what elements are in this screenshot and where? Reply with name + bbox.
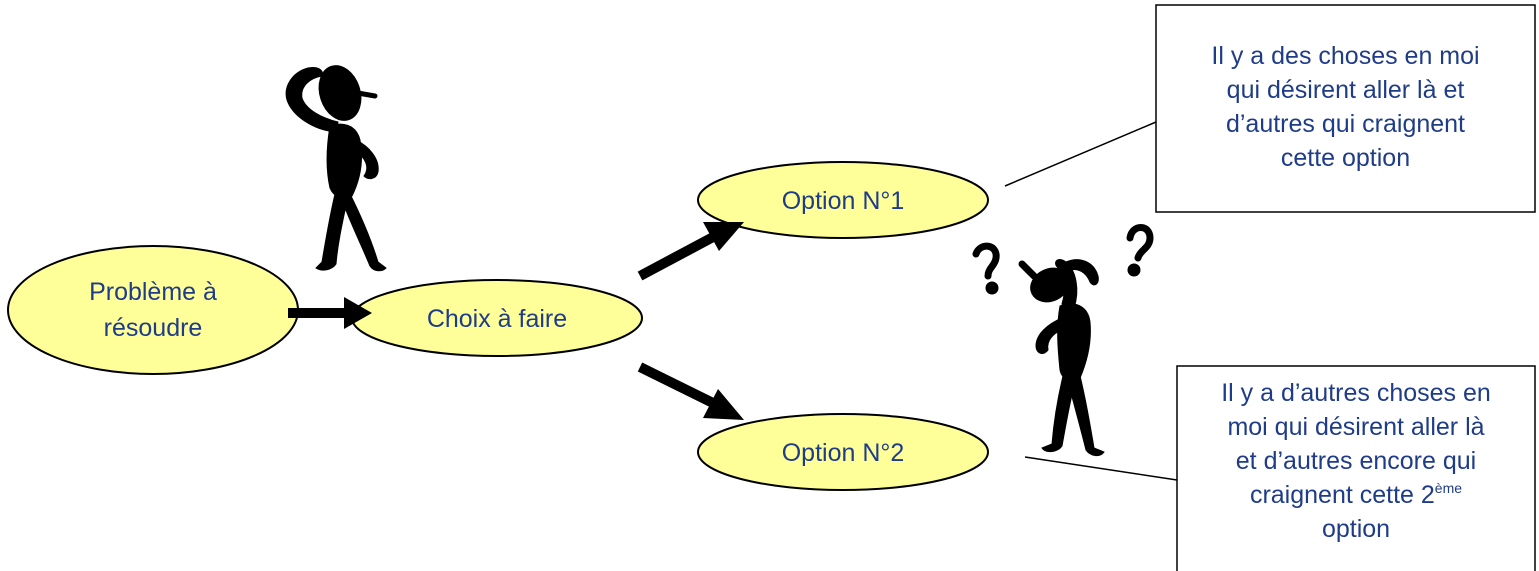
callout-1-line-4: cette option (1280, 144, 1411, 172)
callout-2-line-5: option (1321, 515, 1391, 543)
arrow-choix-to-option2 (637, 362, 744, 420)
arrow-choix-to-option1 (637, 222, 744, 281)
connector-option1-box1 (1004, 121, 1157, 187)
callout-box-2 (1176, 365, 1536, 571)
node-probleme-line2: résoudre (104, 314, 203, 342)
node-option2-label: Option N°2 (782, 439, 905, 467)
node-option2: Option N°2 (697, 413, 989, 491)
callout-box-1 (1155, 4, 1536, 213)
question-mark-icon (972, 224, 1154, 295)
node-option1: Option N°1 (697, 161, 989, 239)
callout-2-line-4-text: craignent cette 2 (1249, 481, 1435, 509)
callout-2-line-2: moi qui désirent aller là (1227, 413, 1485, 441)
connector-option2-box2 (1024, 456, 1178, 481)
callout-text-1: Il y a des choses en moi qui désirent al… (1156, 39, 1535, 175)
callout-2-line-3: et d’autres encore qui (1235, 447, 1477, 475)
node-probleme-line1: Problème à (89, 278, 217, 306)
callout-2-line-4-superscript: ème (1434, 480, 1463, 496)
node-choix-label: Choix à faire (427, 305, 567, 333)
callout-text-2: Il y a d’autres choses en moi qui désire… (1177, 376, 1535, 546)
node-option1-label: Option N°1 (782, 187, 905, 215)
arrow-probleme-to-choix (288, 297, 372, 329)
callout-1-line-1: Il y a des choses en moi (1211, 42, 1480, 70)
callout-2-line-4: craignent cette 2ème (1177, 478, 1535, 512)
node-choix: Choix à faire (351, 279, 643, 357)
confused-person-icon (1030, 259, 1105, 457)
thinking-person-icon (285, 65, 387, 272)
callout-1-line-3: d’autres qui craignent (1225, 110, 1466, 138)
node-probleme: Problème à résoudre (7, 245, 299, 375)
callout-1-line-2: qui désirent aller là et (1226, 76, 1465, 104)
callout-2-line-1: Il y a d’autres choses en (1221, 379, 1491, 407)
